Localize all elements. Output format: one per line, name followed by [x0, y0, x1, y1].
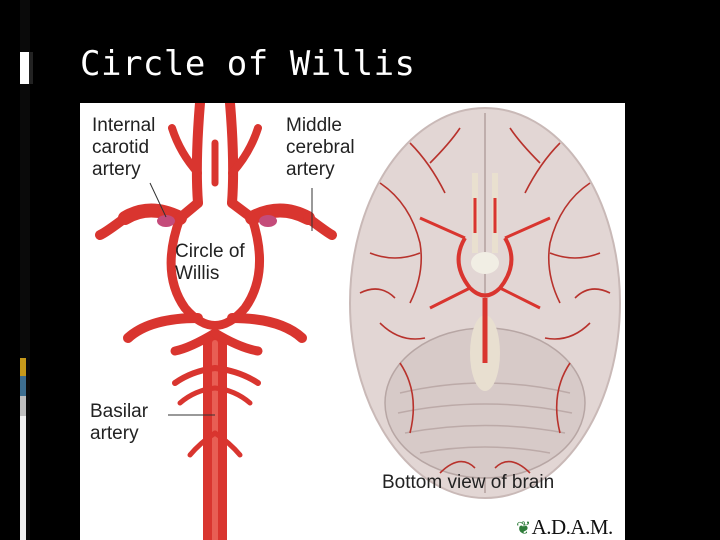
leaf-icon: ❦ — [516, 518, 531, 538]
accent-block-dark — [29, 52, 33, 84]
accent-block-blue — [20, 376, 26, 396]
accent-block-white — [20, 52, 29, 84]
label-internal-carotid-artery: Internal carotid artery — [92, 115, 156, 180]
artery-diagram — [95, 103, 337, 540]
brain-bottom-view — [349, 107, 621, 499]
left-decor-bar — [20, 0, 30, 540]
logo-text: A.D.A.M. — [531, 515, 614, 539]
slide-title: Circle of Willis — [80, 44, 416, 84]
accent-block-gold — [20, 358, 26, 376]
label-basilar-artery: Basilar artery — [90, 401, 149, 444]
label-bottom-view: Bottom view of brain — [382, 472, 555, 493]
internal-carotid-cut-right — [259, 215, 277, 227]
adam-logo: ❦A.D.A.M. — [516, 515, 613, 540]
accent-block-light — [20, 416, 26, 540]
accent-block-gray — [20, 396, 26, 416]
internal-carotid-cut-left — [157, 215, 175, 227]
circle-of-willis-figure: Internal carotid artery Middle cerebral … — [80, 103, 625, 540]
label-circle-of-willis: Circle of Willis — [175, 241, 245, 284]
anatomy-illustration — [95, 103, 621, 540]
label-middle-cerebral-artery: Middle cerebral artery — [286, 115, 355, 180]
